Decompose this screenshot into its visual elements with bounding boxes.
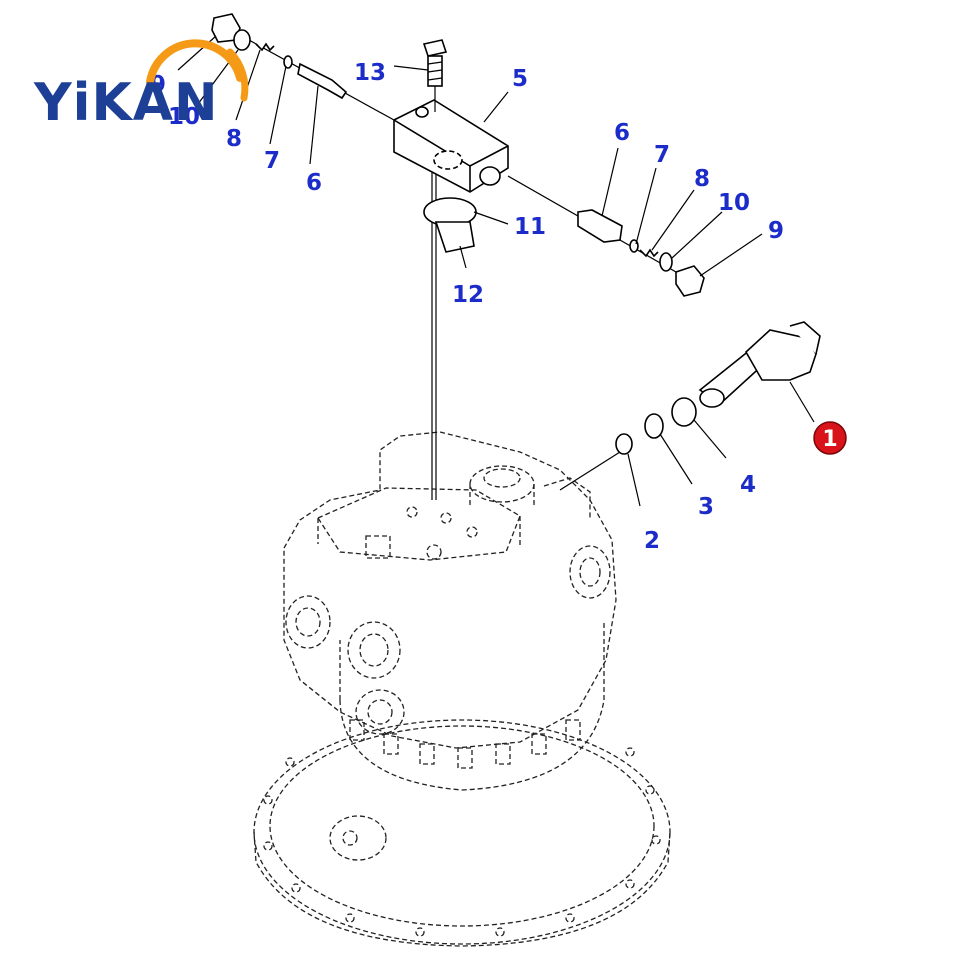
callout-7-left: 7 <box>264 148 280 174</box>
valve-block-part-5 <box>393 99 509 193</box>
callout-9-right: 9 <box>768 218 784 244</box>
callout-11: 11 <box>514 214 546 240</box>
bolt-part-13 <box>422 39 448 112</box>
logo-arc-tail <box>226 48 249 102</box>
callout-10-right: 10 <box>718 190 750 216</box>
relief-valve-part-1 <box>698 321 821 408</box>
callout-1-badge[interactable]: 1 <box>813 421 847 455</box>
logo-text: YiKAN <box>33 73 219 133</box>
screen-part-12 <box>434 221 475 253</box>
callout-leaders <box>177 35 815 507</box>
callout-5: 5 <box>512 66 528 92</box>
right-part-chain <box>507 175 705 297</box>
callout-8-right: 8 <box>694 166 710 192</box>
flange-bolt-holes <box>263 747 661 937</box>
o-ring-part-4 <box>671 397 697 427</box>
swing-motor-housing <box>253 431 671 947</box>
callout-12: 12 <box>452 282 484 308</box>
callout-1: 1 <box>822 427 837 452</box>
left-part-chain <box>211 13 395 121</box>
drum-bolts <box>349 719 581 769</box>
backup-ring-part-3 <box>644 413 664 439</box>
callout-6-right: 6 <box>614 120 630 146</box>
o-ring-part-10-right <box>659 252 673 272</box>
callout-8-left: 8 <box>226 126 242 152</box>
logo-arc <box>146 39 244 86</box>
ring-part-7-left <box>283 55 293 69</box>
spring-part-8-right <box>639 248 659 258</box>
callout-7-right: 7 <box>654 142 670 168</box>
seal-parts-11-12 <box>423 197 477 253</box>
yikan-logo: YiKAN <box>33 39 249 133</box>
plug-part-9-right <box>675 265 705 297</box>
o-ring-part-10-left <box>233 29 251 51</box>
spool-part-6-left <box>297 62 348 100</box>
spring-part-8-left <box>255 42 275 52</box>
callout-4: 4 <box>740 472 756 498</box>
callout-13: 13 <box>354 60 386 86</box>
callout-2: 2 <box>644 528 660 554</box>
callout-3: 3 <box>698 494 714 520</box>
o-ring-part-2 <box>615 433 633 455</box>
callout-6-left: 6 <box>306 170 322 196</box>
callout-10-left: 10 <box>168 104 200 130</box>
spool-part-6-right <box>577 209 623 243</box>
relief-valve-axis <box>559 451 621 491</box>
